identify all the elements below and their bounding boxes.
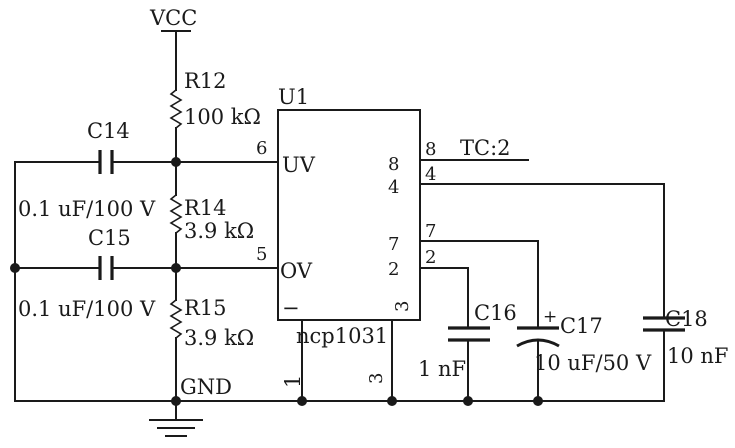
vcc-label: VCC <box>149 6 197 30</box>
r14-value: 3.9 kΩ <box>184 219 254 243</box>
capacitor-c15 <box>98 256 114 280</box>
capacitor-c16 <box>448 326 490 342</box>
pin7-wire <box>419 240 539 329</box>
pin-3-num: 3 <box>366 373 387 384</box>
junction-pin1 <box>297 396 307 406</box>
pin-3-inner: 3 <box>392 301 413 312</box>
r14-ref: R14 <box>184 196 227 220</box>
resistor-r14 <box>169 194 183 234</box>
capacitor-c17 <box>516 326 560 348</box>
junction-c17 <box>533 396 543 406</box>
junction-pin3 <box>387 396 397 406</box>
pin-4-label: 4 <box>388 177 399 198</box>
c16-value: 1 nF <box>418 357 466 381</box>
vcc-symbol <box>161 30 191 91</box>
pin-7-num: 7 <box>425 221 436 242</box>
c14-value: 0.1 uF/100 V <box>18 197 156 221</box>
c15-ref: C15 <box>88 226 131 250</box>
pin2-wire <box>419 267 469 329</box>
junction-c16 <box>463 396 473 406</box>
pin-8-num: 8 <box>425 139 436 160</box>
ic-u1-body <box>277 109 421 321</box>
junction-uv <box>171 157 181 167</box>
r12-value: 100 kΩ <box>184 105 261 129</box>
tc-label: TC:2 <box>460 136 511 160</box>
c16-ref: C16 <box>474 301 517 325</box>
pin-8-label: 8 <box>388 154 399 175</box>
gnd-label: GND <box>180 375 232 399</box>
c17-value: 10 uF/50 V <box>534 351 652 375</box>
r15-value: 3.9 kΩ <box>184 326 254 350</box>
r12-ref: R12 <box>184 69 227 93</box>
pin-2-num: 2 <box>425 247 436 268</box>
junction-left <box>10 263 20 273</box>
pin-ov-name: OV <box>280 259 313 283</box>
junction-gnd <box>171 396 181 406</box>
c18-value: 10 nF <box>667 344 729 368</box>
c15-value: 0.1 uF/100 V <box>18 297 156 321</box>
capacitor-c14 <box>98 150 114 174</box>
pin-uv-num: 6 <box>256 138 267 159</box>
c18-ref: C18 <box>665 307 708 331</box>
pin-7-label: 7 <box>388 234 399 255</box>
pin-2-label: 2 <box>388 259 399 280</box>
pin-ov-num: 5 <box>256 244 267 265</box>
resistor-r15 <box>169 299 183 339</box>
c17-polarity: + <box>543 307 557 327</box>
pin-minus-num: 1 <box>281 375 305 388</box>
ground-symbol <box>149 419 203 437</box>
pin-uv-name: UV <box>282 153 316 177</box>
pin-4-num: 4 <box>425 164 436 185</box>
r15-ref: R15 <box>184 296 227 320</box>
pin4-wire <box>419 183 665 319</box>
junction-ov <box>171 263 181 273</box>
c14-ref: C14 <box>87 119 130 143</box>
c17-ref: C17 <box>560 314 603 338</box>
ic-u1-part: ncp1031 <box>296 324 388 348</box>
pin-minus-name: − <box>282 296 300 320</box>
ic-u1-ref: U1 <box>278 85 309 109</box>
resistor-r12 <box>169 89 183 129</box>
